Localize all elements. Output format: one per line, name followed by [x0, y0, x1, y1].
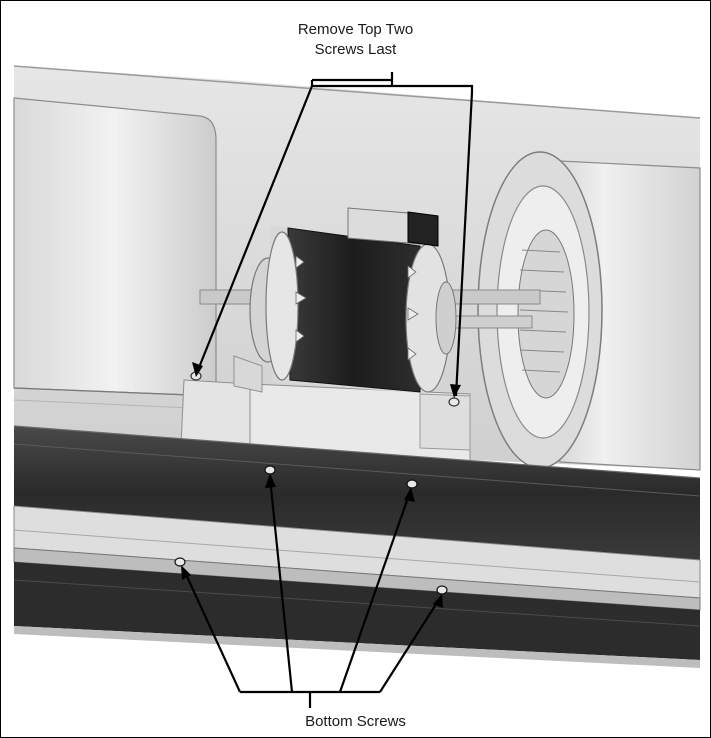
top-callout-line1: Remove Top Two	[297, 21, 414, 38]
bottom-callout-leader	[183, 477, 441, 708]
left-blower-wheel	[13, 97, 217, 409]
right-blower-wheel	[477, 151, 701, 471]
top-callout-line2: Screws Last	[314, 41, 397, 58]
bottom-screw-center-left	[264, 465, 276, 475]
bottom-arrowheads	[181, 473, 443, 608]
lower-panel	[13, 505, 701, 668]
top-callout-leader	[196, 72, 474, 397]
bottom-screw-center-right	[406, 479, 418, 489]
bottom-screw-left	[174, 557, 186, 567]
blower-motor	[249, 207, 457, 394]
top-arrowheads	[192, 362, 461, 398]
bottom-screw-right	[436, 585, 448, 595]
top-screws-callout: Remove Top Two Screws Last	[0, 20, 711, 60]
top-right-screw	[448, 397, 460, 407]
bottom-screws-callout: Bottom Screws	[305, 713, 406, 730]
